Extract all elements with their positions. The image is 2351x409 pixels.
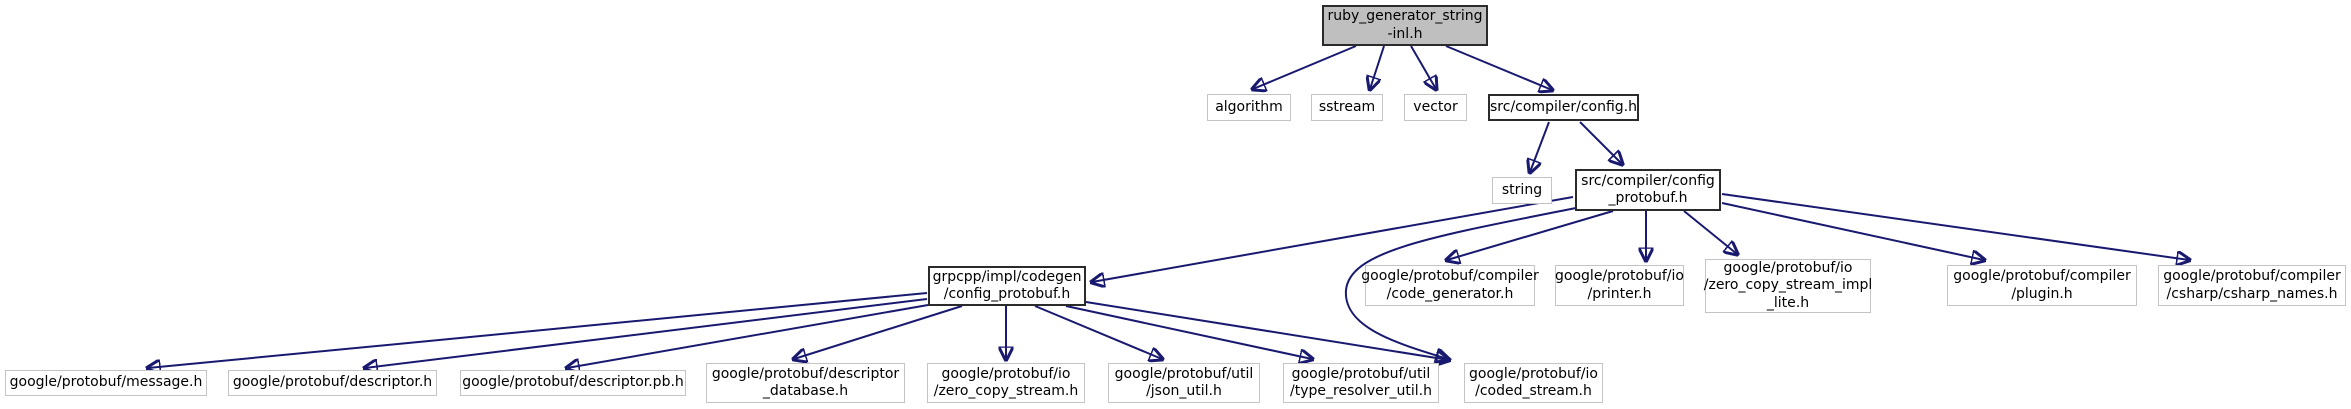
node-google-protobuf-compiler-csharp-csharp-names-h: google/protobuf/compiler /csharp/csharp_… — [2158, 265, 2346, 306]
node-google-protobuf-descriptor-h: google/protobuf/descriptor.h — [228, 370, 437, 396]
edge-config-protobuf-to-grpcpp — [1092, 196, 1574, 282]
node-google-protobuf-io-zero-copy-stream-h: google/protobuf/io /zero_copy_stream.h — [927, 363, 1085, 403]
node-sstream: sstream — [1311, 94, 1383, 121]
edge-grpcpp-to-message — [148, 292, 928, 368]
edge-config-protobuf-to-plugin — [1721, 202, 1984, 260]
node-google-protobuf-util-json-util-h: google/protobuf/util /json_util.h — [1108, 363, 1260, 403]
edge-config-to-string — [1530, 121, 1550, 172]
edge-config-protobuf-to-zero-copy-stream-impl-lite — [1683, 210, 1737, 254]
edge-grpcpp-to-descriptor-database — [794, 305, 963, 359]
node-algorithm: algorithm — [1207, 94, 1291, 121]
edge-config-protobuf-to-code-generator — [1447, 210, 1614, 260]
edge-root-to-sstream — [1370, 45, 1385, 89]
edge-grpcpp-to-coded-stream — [1085, 301, 1449, 360]
node-google-protobuf-descriptor-pb-h: google/protobuf/descriptor.pb.h — [460, 370, 686, 396]
edge-grpcpp-to-type-resolver-util — [1065, 305, 1312, 359]
node-google-protobuf-compiler-code-generator-h: google/protobuf/compiler /code_generator… — [1361, 265, 1539, 306]
node-src-compiler-config-protobuf-h[interactable]: src/compiler/config _protobuf.h — [1575, 169, 1721, 211]
node-vector: vector — [1404, 94, 1467, 121]
node-google-protobuf-io-coded-stream-h: google/protobuf/io /coded_stream.h — [1464, 363, 1603, 403]
edge-grpcpp-to-json-util — [1034, 305, 1162, 359]
edge-group — [148, 45, 2189, 368]
node-ruby-generator-string-inl-h: ruby_generator_string -inl.h — [1322, 5, 1488, 46]
edge-grpcpp-to-descriptor — [365, 298, 928, 368]
edge-grpcpp-to-descriptor-pb — [567, 304, 929, 368]
edge-config-to-config-protobuf — [1579, 121, 1622, 164]
edge-root-to-algorithm — [1253, 45, 1357, 89]
node-google-protobuf-util-type-resolver-util-h: google/protobuf/util /type_resolver_util… — [1283, 363, 1439, 403]
node-google-protobuf-compiler-plugin-h: google/protobuf/compiler /plugin.h — [1947, 265, 2137, 306]
edge-root-to-vector — [1410, 45, 1436, 89]
node-grpcpp-impl-codegen-config-protobuf-h[interactable]: grpcpp/impl/codegen /config_protobuf.h — [928, 266, 1086, 306]
edge-config-protobuf-to-csharp-names — [1721, 193, 2189, 260]
node-string: string — [1492, 177, 1552, 204]
edge-root-to-config-h — [1445, 45, 1552, 90]
node-google-protobuf-io-printer-h: google/protobuf/io /printer.h — [1555, 265, 1684, 306]
node-src-compiler-config-h[interactable]: src/compiler/config.h — [1488, 94, 1639, 121]
node-google-protobuf-descriptor-database-h: google/protobuf/descriptor _database.h — [706, 363, 905, 403]
node-google-protobuf-message-h: google/protobuf/message.h — [5, 370, 207, 396]
edge-config-protobuf-to-coded-stream — [1344, 207, 1577, 359]
node-google-protobuf-io-zero-copy-stream-impl-lite-h: google/protobuf/io /zero_copy_stream_imp… — [1704, 259, 1872, 313]
